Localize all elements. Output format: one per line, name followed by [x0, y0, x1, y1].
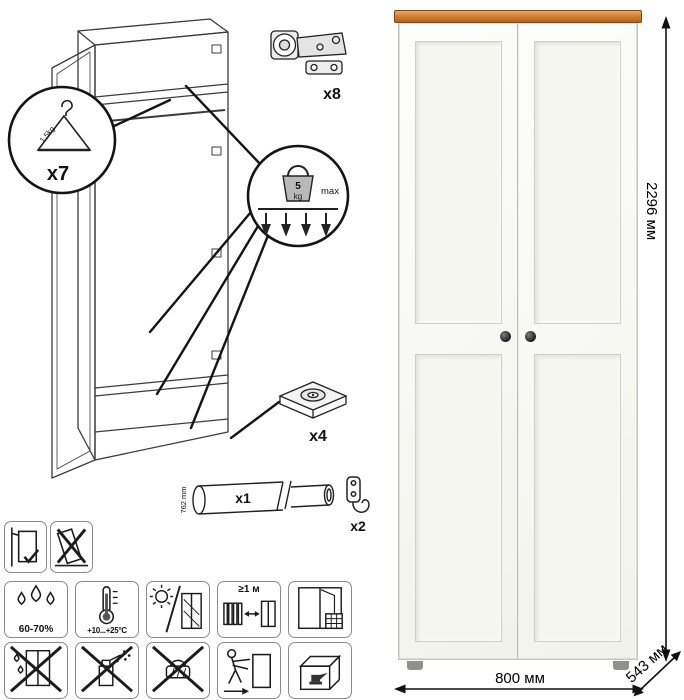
foot-icon	[278, 381, 348, 419]
heater-distance-label: ≥1 м	[238, 584, 260, 595]
hanger-count-label: x7	[47, 163, 69, 185]
assembly-diagram: 1.5kg x7 5 kg max	[7, 18, 370, 534]
wardrobe-image	[394, 10, 642, 670]
humidity-icon: 60-70%	[4, 581, 68, 638]
wall-anchor-icon	[4, 521, 47, 573]
hanger-icon	[36, 99, 92, 152]
temperature-range-label: +10...+25°C	[87, 626, 127, 635]
right-door-knob	[525, 331, 536, 342]
load-max-label: max	[321, 186, 339, 197]
right-door-upper-panel	[534, 41, 621, 324]
no-chemicals-icon	[75, 642, 139, 699]
load-unit-label: kg	[294, 192, 302, 201]
width-dimension-label: 800 мм	[495, 670, 545, 687]
rod-tube-icon	[192, 480, 335, 515]
load-arrows	[261, 213, 331, 237]
load-value-label: 5	[295, 181, 301, 192]
wardrobe-right-foot	[613, 661, 629, 670]
wardrobe-body	[398, 22, 638, 660]
ventilation-icon	[288, 581, 352, 638]
move-carefully-icon	[217, 642, 281, 699]
hinge-count-label: x8	[323, 86, 341, 103]
hook-count-label: x2	[350, 518, 366, 534]
wardrobe-left-foot	[407, 661, 423, 670]
left-door-upper-panel	[415, 41, 502, 324]
hinge-icon	[270, 30, 347, 75]
no-tipping-icon	[50, 521, 93, 573]
foot-count-label: x4	[309, 428, 327, 445]
heater-distance-icon: ≥1 м	[217, 581, 281, 638]
pointer-lines	[110, 84, 281, 440]
wardrobe-left-door	[399, 23, 518, 659]
wardrobe-wireframe	[51, 18, 229, 479]
max-load-callout: 5 kg max	[246, 144, 350, 248]
tube-length-label: 762 mm	[179, 486, 188, 513]
weight-icon: 5 kg	[282, 165, 314, 202]
no-heavy-objects-icon	[288, 642, 352, 699]
left-door-lower-panel	[415, 354, 502, 642]
humidity-range-label: 60-70%	[18, 624, 54, 635]
no-water-icon	[4, 642, 68, 699]
hinge-marks	[211, 44, 222, 360]
tube-count-label: x1	[235, 490, 251, 506]
avoid-sunlight-icon	[146, 581, 210, 638]
wardrobe-top-trim	[394, 10, 642, 23]
hanger-callout: 1.5kg x7	[7, 85, 117, 195]
anvil-glyph	[309, 672, 328, 685]
wardrobe-right-door	[518, 23, 637, 659]
hook-icon	[346, 476, 370, 513]
no-abrasive-icon	[146, 642, 210, 699]
right-door-lower-panel	[534, 354, 621, 642]
left-door-knob	[500, 331, 511, 342]
temperature-icon: +10...+25°C	[75, 581, 139, 638]
height-dimension-label: 2296 мм	[643, 182, 660, 241]
